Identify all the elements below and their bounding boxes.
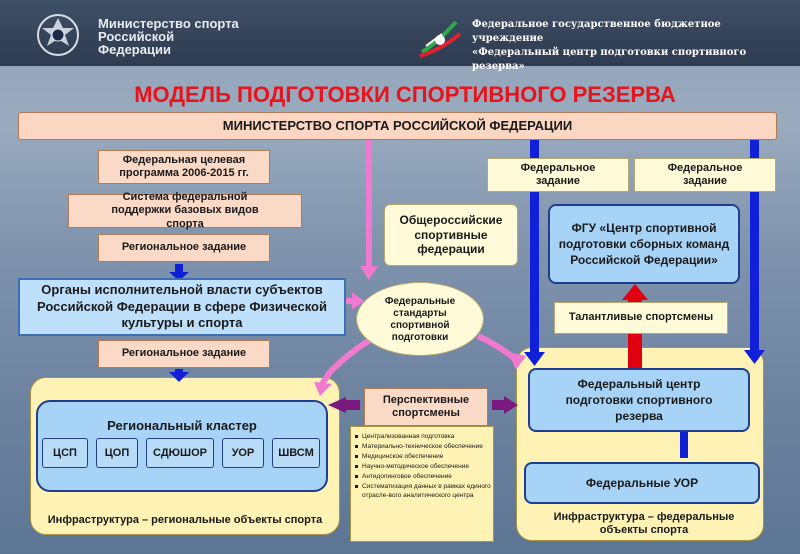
- fcsr-logo-icon: [416, 16, 464, 60]
- pink-arrow-standards-down: [360, 140, 378, 280]
- ministry-line-3: Федерации: [98, 42, 171, 57]
- bullet-icon: [355, 485, 358, 488]
- ministry-emblem-icon: [30, 10, 86, 60]
- regional-task-box-2: Региональное задание: [98, 340, 270, 368]
- school-box: ЦОП: [96, 438, 138, 468]
- school-box: ЦСП: [42, 438, 88, 468]
- ministry-bar: МИНИСТЕРСТВО СПОРТА РОССИЙСКОЙ ФЕДЕРАЦИИ: [18, 112, 777, 140]
- standards-text: Федеральные стандарты спортивной подгото…: [384, 296, 456, 343]
- fcsr-line-1: Федеральное государственное бюджетное уч…: [472, 19, 721, 44]
- support-list-item: Антидопинговое обеспечение: [354, 472, 492, 481]
- talented-athletes-box: Талантливые спортсмены: [554, 302, 728, 334]
- fgu-box: ФГУ «Центр спортивной подготовки сборных…: [548, 204, 740, 284]
- page-title: МОДЕЛЬ ПОДГОТОВКИ СПОРТИВНОГО РЕЗЕРВА: [134, 82, 676, 107]
- blue-arrow-right-1: [524, 140, 545, 366]
- standards-ellipse: [356, 282, 484, 356]
- schools-row: ЦСП ЦОП СДЮШОР УОР ШВСМ: [42, 438, 322, 468]
- center-list-zone: [350, 426, 494, 542]
- support-system-box: Система федеральной поддержки базовых ви…: [68, 191, 302, 230]
- bullet-icon: [355, 465, 358, 468]
- red-arrow-lower: [628, 334, 642, 368]
- purple-arrow-left: [328, 397, 360, 413]
- school-box: УОР: [222, 438, 264, 468]
- fcsr-line-2: «Федеральный центр подготовки спортивног…: [472, 47, 747, 72]
- fcsr-box: Федеральный центр подготовки спортивного…: [528, 368, 750, 432]
- school-box: СДЮШОР: [146, 438, 214, 468]
- bullet-icon: [355, 445, 358, 448]
- federal-uor-box: Федеральные УОР: [524, 462, 760, 504]
- federal-task-box-2: Федеральное задание: [634, 158, 776, 192]
- pink-arrow-to-right: [476, 333, 526, 370]
- support-list-label: Централизованная подготовка: [362, 433, 455, 440]
- pink-arrow-to-left: [314, 337, 372, 396]
- purple-arrow-right: [492, 396, 518, 414]
- federal-infrastructure-label: Инфраструктура – федеральные объекты спо…: [553, 510, 735, 536]
- federations-box: Общероссийские спортивные федерации: [384, 204, 518, 266]
- support-list-label: Материально-техническое обеспечение: [362, 443, 483, 450]
- bullet-icon: [355, 475, 358, 478]
- blue-arrow-left-2: [169, 369, 189, 382]
- ministry-line-2: Российской: [98, 29, 175, 44]
- support-list-label: Научно-методическое обеспечение: [362, 463, 469, 470]
- support-list-item: Материально-техническое обеспечение: [354, 442, 492, 451]
- support-list-label: Систематизация данных в рамках единого о…: [362, 483, 491, 499]
- bullet-icon: [355, 455, 358, 458]
- support-list-item: Систематизация данных в рамках единого о…: [354, 482, 492, 500]
- bullet-icon: [355, 435, 358, 438]
- blue-arrow-left-1: [169, 264, 189, 281]
- pink-arrow-from-left: [340, 292, 364, 310]
- header-bar: [0, 0, 800, 66]
- school-box: ШВСМ: [272, 438, 320, 468]
- blue-arrow-right-2: [744, 140, 765, 364]
- ministry-name: Министерство спорта Российской Федерации: [98, 17, 268, 56]
- prospective-athletes-box: Перспективные спортсмены: [364, 388, 488, 426]
- support-list-label: Антидопинговое обеспечение: [362, 473, 452, 480]
- support-list-item: Медицинское обеспечение: [354, 452, 492, 461]
- ministry-line-1: Министерство спорта: [98, 16, 239, 31]
- target-program-box: Федеральная целевая программа 2006-2015 …: [98, 150, 270, 184]
- fcsr-name: Федеральное государственное бюджетное уч…: [472, 18, 792, 74]
- support-list-item: Централизованная подготовка: [354, 432, 492, 441]
- executive-bodies-box: Органы исполнительной власти субъектов Р…: [18, 278, 346, 336]
- regional-infrastructure-label: Инфраструктура – региональные объекты сп…: [47, 514, 323, 526]
- regional-cluster-title: Региональный кластер: [107, 418, 257, 433]
- regional-task-box-1: Региональное задание: [98, 234, 270, 262]
- federal-task-box-1: Федеральное задание: [487, 158, 629, 192]
- support-list-item: Научно-методическое обеспечение: [354, 462, 492, 471]
- support-list-label: Медицинское обеспечение: [362, 453, 444, 460]
